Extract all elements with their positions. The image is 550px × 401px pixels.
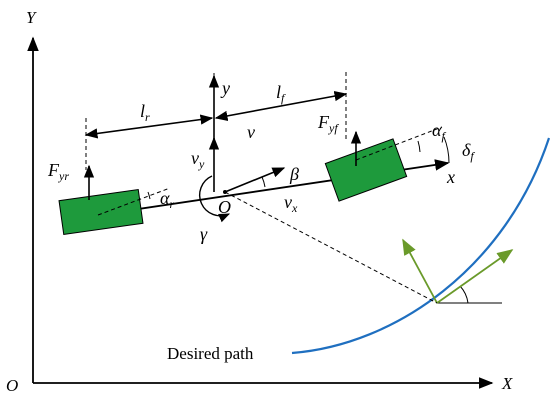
cg-to-path-dashed-line — [224, 191, 438, 304]
alpha-f-label: αf — [432, 120, 446, 143]
delta-f-label: δf — [462, 140, 475, 163]
body-y-label: y — [220, 78, 230, 98]
alpha-r-arc — [147, 191, 151, 200]
global-x-label: X — [501, 374, 513, 393]
lr-dimension-line — [84, 114, 214, 139]
cg-origin-label: O — [218, 197, 231, 217]
lr-label: lr — [140, 101, 150, 124]
alpha-f-arc — [417, 140, 421, 153]
desired-path-label: Desired path — [167, 344, 254, 363]
path-heading-angle-arc — [459, 285, 469, 304]
delta-f-arc — [443, 136, 450, 164]
front-tire — [324, 138, 408, 202]
fyf-label: Fyf — [317, 112, 339, 135]
v-label: v — [247, 122, 255, 142]
alpha-r-label: αr — [160, 188, 174, 211]
cg-point — [223, 190, 227, 194]
body-x-label: x — [446, 167, 455, 187]
velocity-v-arrow — [224, 167, 286, 193]
rear-tire-slip-line — [97, 187, 171, 216]
beta-angle-arc — [261, 176, 266, 188]
lf-label: lf — [276, 82, 286, 105]
vx-label: vx — [284, 192, 298, 215]
vy-label: vy — [191, 148, 205, 171]
path-normal-arrow — [402, 238, 438, 304]
beta-label: β — [289, 164, 299, 184]
path-tangent-arrow — [436, 249, 514, 304]
gamma-label: γ — [200, 224, 208, 244]
rear-tire — [58, 189, 144, 235]
fyr-label: Fyr — [47, 160, 69, 183]
global-origin-label: O — [6, 376, 18, 395]
front-tire-heading-line — [355, 126, 443, 161]
yaw-rate-arc — [199, 175, 231, 223]
desired-path-curve — [291, 137, 550, 355]
lf-dimension-line — [214, 91, 348, 121]
global-y-label: Y — [26, 8, 37, 27]
